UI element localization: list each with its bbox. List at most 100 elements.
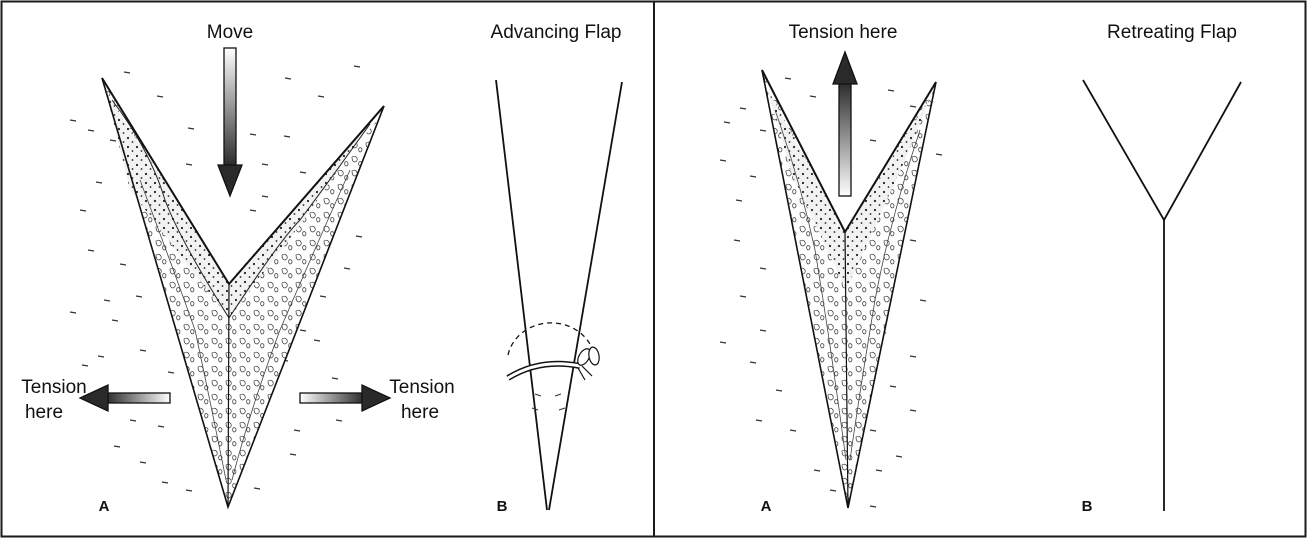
- skin-dash: [167, 371, 175, 374]
- left-panel: Move Tension here Tension here A Adv: [21, 22, 623, 515]
- skin-dash: [79, 209, 87, 212]
- skin-dash: [719, 159, 727, 162]
- skin-dash: [909, 105, 917, 108]
- skin-dash: [97, 355, 105, 358]
- skin-dash: [319, 295, 327, 298]
- skin-dash: [335, 419, 343, 422]
- skin-dash: [789, 429, 797, 432]
- skin-dash: [784, 77, 792, 80]
- skin-dash: [813, 469, 821, 472]
- skin-dash: [161, 481, 169, 484]
- advancing-flap-title: Advancing Flap: [491, 22, 622, 43]
- skin-dash: [185, 163, 193, 166]
- skin-dash: [759, 129, 767, 132]
- skin-dash: [909, 409, 917, 412]
- skin-dash: [289, 453, 297, 456]
- skin-dash: [87, 129, 95, 132]
- right-panel: Tension here A Retreating Flap B: [719, 22, 1242, 515]
- skin-dash: [909, 239, 917, 242]
- skin-dash: [129, 419, 137, 422]
- skin-dash: [331, 377, 339, 380]
- skin-dash: [81, 364, 89, 367]
- skin-dash: [909, 355, 917, 358]
- skin-dash: [809, 95, 817, 98]
- tension-arrow-left: [78, 383, 171, 413]
- skin-dash: [735, 199, 743, 202]
- skin-dash: [313, 339, 321, 342]
- skin-dash: [759, 267, 767, 270]
- figure-b-letter-left: B: [497, 498, 508, 515]
- skin-dash: [759, 329, 767, 332]
- figure-a-letter-right: A: [761, 498, 772, 515]
- tension-left-label-line2: here: [25, 402, 63, 423]
- tension-arrow-right: [299, 383, 392, 413]
- skin-dash: [355, 235, 363, 238]
- skin-dash: [156, 95, 164, 98]
- skin-dash: [69, 119, 77, 122]
- skin-dash: [111, 319, 119, 322]
- skin-dash: [749, 175, 757, 178]
- y-closure-figure-a-right: [761, 69, 937, 509]
- skin-dash: [293, 429, 301, 432]
- v-flap-figure-a-left: [101, 77, 385, 510]
- figure-a-letter-left: A: [99, 498, 110, 515]
- skin-dash: [739, 107, 747, 110]
- skin-dash: [749, 361, 757, 364]
- move-arrow: [217, 47, 243, 198]
- skin-dash: [299, 171, 307, 174]
- tension-right-label-line1: Tension: [389, 377, 455, 398]
- skin-dash: [353, 65, 361, 68]
- skin-dash: [157, 425, 165, 428]
- skin-dash: [185, 489, 193, 492]
- tension-left-label-line1: Tension: [21, 377, 87, 398]
- skin-dash: [935, 153, 943, 156]
- skin-dash: [69, 311, 77, 314]
- skin-dash: [253, 487, 261, 490]
- skin-dash: [733, 239, 741, 242]
- skin-dash: [139, 349, 147, 352]
- skin-dash: [187, 127, 195, 130]
- advancing-flap-figure-b: [495, 79, 623, 511]
- tension-up-label: Tension here: [789, 22, 898, 43]
- skin-dash: [919, 299, 927, 302]
- skin-dash: [895, 455, 903, 458]
- skin-dash: [739, 295, 747, 298]
- skin-dash: [284, 77, 292, 80]
- skin-dash: [887, 89, 895, 92]
- move-label: Move: [207, 22, 253, 43]
- skin-dash: [869, 139, 877, 142]
- skin-dash: [869, 429, 877, 432]
- skin-dash: [261, 163, 269, 166]
- skin-dash: [775, 389, 783, 392]
- skin-dash: [869, 505, 877, 508]
- skin-dash: [249, 133, 257, 136]
- skin-dash: [719, 341, 727, 344]
- retreating-flap-figure-b: [1082, 79, 1242, 511]
- skin-dash: [139, 461, 147, 464]
- skin-dash: [317, 95, 325, 98]
- skin-dash: [103, 299, 111, 302]
- skin-dash: [723, 121, 731, 124]
- figure-b-letter-right: B: [1082, 498, 1093, 515]
- tension-arrow-up: [832, 50, 858, 197]
- skin-dash: [755, 419, 763, 422]
- retreating-flap-title: Retreating Flap: [1107, 22, 1237, 43]
- skin-dash: [135, 295, 143, 298]
- skin-dash: [109, 139, 117, 142]
- skin-dash: [875, 469, 883, 472]
- skin-dash: [95, 181, 103, 184]
- skin-dash: [283, 135, 291, 138]
- skin-dash: [87, 249, 95, 252]
- skin-dash: [343, 267, 351, 270]
- skin-dash: [889, 385, 897, 388]
- skin-dash: [123, 71, 131, 74]
- skin-dash: [249, 209, 257, 212]
- tension-right-label-line2: here: [401, 402, 439, 423]
- skin-dash: [261, 195, 269, 198]
- skin-dash: [113, 445, 121, 448]
- skin-dash: [829, 489, 837, 492]
- skin-dash: [299, 329, 307, 332]
- skin-dash: [119, 263, 127, 266]
